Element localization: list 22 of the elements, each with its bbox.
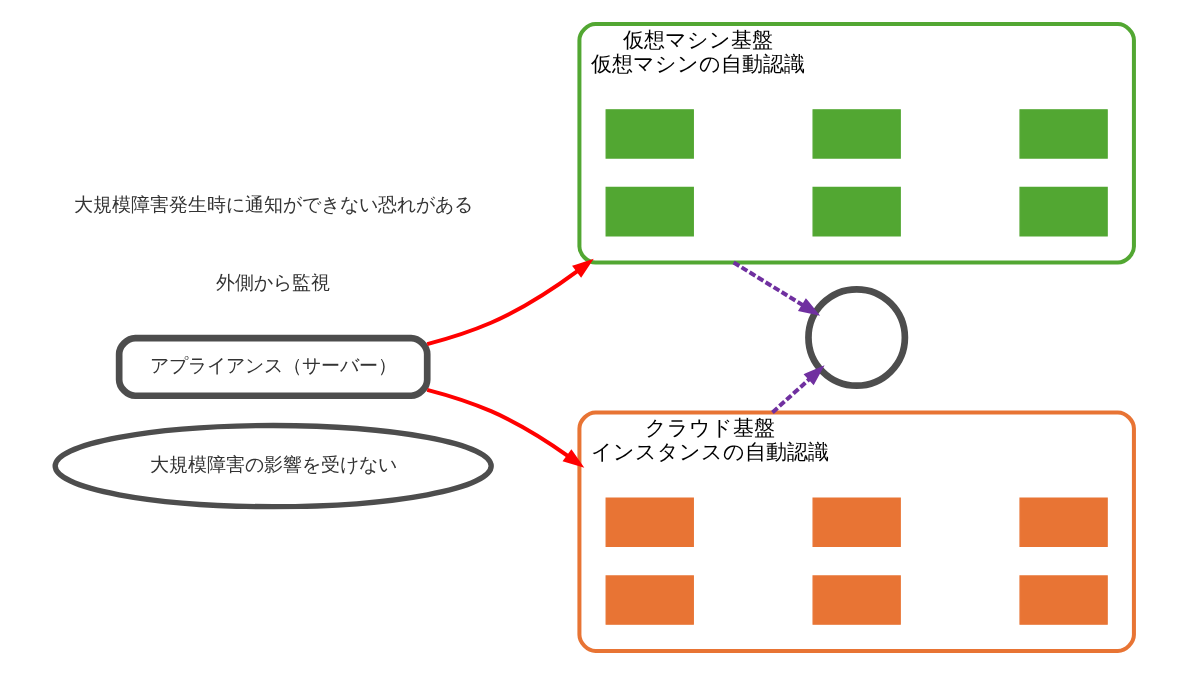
node-ellipse: 大規模障害の影響を受けない (52, 422, 494, 510)
arrow (426, 258, 594, 347)
node-box (1019, 186, 1108, 237)
node-box (1019, 497, 1108, 548)
cluster: クラウド基盤 インスタンスの自動認識 (577, 410, 1136, 653)
node-box (812, 575, 901, 625)
node-box (605, 186, 694, 237)
node-box (812, 497, 901, 548)
label: 外側から監視 (216, 271, 331, 293)
node-box (1019, 109, 1108, 159)
cluster: 仮想マシン基盤 仮想マシンの自動認識 (577, 22, 1136, 265)
node-box (812, 109, 901, 159)
arrow (732, 260, 821, 316)
node-box (1019, 575, 1108, 625)
node-box (605, 109, 694, 159)
label: 大規模障害発生時に通知ができない恐れがある (73, 194, 473, 216)
node-box: アプライアンス（サーバー） (115, 334, 431, 400)
arrow (426, 387, 585, 468)
node-box (605, 497, 694, 548)
node-box (812, 186, 901, 237)
node-box (605, 575, 694, 625)
arrow (771, 365, 825, 414)
